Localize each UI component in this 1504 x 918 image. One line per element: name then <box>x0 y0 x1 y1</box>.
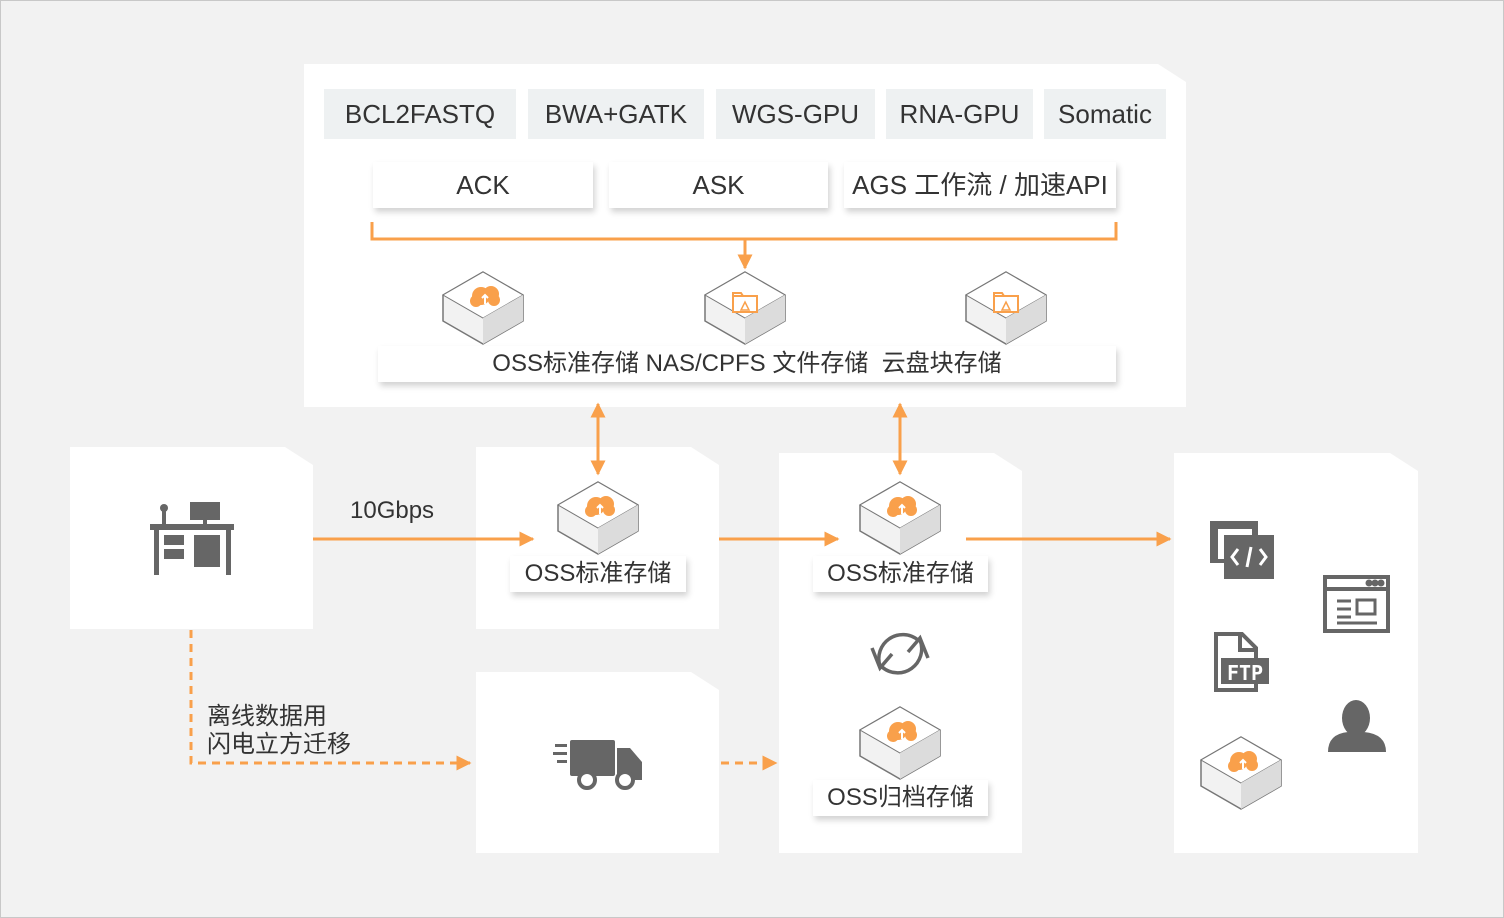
pipeline-tag: BCL2FASTQ <box>324 89 516 139</box>
offline-migration-label-1: 离线数据用 <box>207 703 327 730</box>
compute-ags: AGS 工作流 / 加速API <box>844 162 1116 208</box>
cube-oss <box>557 481 639 555</box>
cube-oss <box>859 481 941 555</box>
code-icon <box>1210 521 1274 579</box>
compute-to-storage-connector <box>370 222 1118 270</box>
oss-standard-label: OSS标准存储 <box>813 556 988 592</box>
cube-oss-archive <box>859 706 941 780</box>
compute-ask: ASK <box>609 162 828 208</box>
storage-types-label: OSS标准存储 NAS/CPFS 文件存储 云盘块存储 <box>378 346 1116 382</box>
compute-ack: ACK <box>373 162 593 208</box>
on-premise-panel <box>70 447 313 629</box>
ftp-file-icon: FTP <box>1214 632 1269 692</box>
sync-icon <box>870 632 930 675</box>
pipeline-tag: RNA-GPU <box>886 89 1033 139</box>
delivery-truck-icon <box>553 740 642 790</box>
pipeline-tag: WGS-GPU <box>716 89 875 139</box>
pipeline-tag: BWA+GATK <box>528 89 704 139</box>
cube-oss-top <box>442 271 524 345</box>
offline-dashed-arrow <box>189 630 472 771</box>
offline-migration-label-2: 闪电立方迁移 <box>207 731 351 758</box>
office-desk-icon <box>150 502 234 575</box>
web-page-icon <box>1323 575 1390 633</box>
oss-standard-label: OSS标准存储 <box>510 556 686 592</box>
pipeline-tag: Somatic <box>1044 89 1166 139</box>
cube-oss-client <box>1200 736 1282 810</box>
link-speed-label: 10Gbps <box>350 497 435 524</box>
cube-disk-top <box>965 271 1047 345</box>
user-icon <box>1328 700 1386 752</box>
cube-nas-top <box>704 271 786 345</box>
oss-archive-label: OSS归档存储 <box>813 780 988 816</box>
svg-text:FTP: FTP <box>1227 661 1263 685</box>
